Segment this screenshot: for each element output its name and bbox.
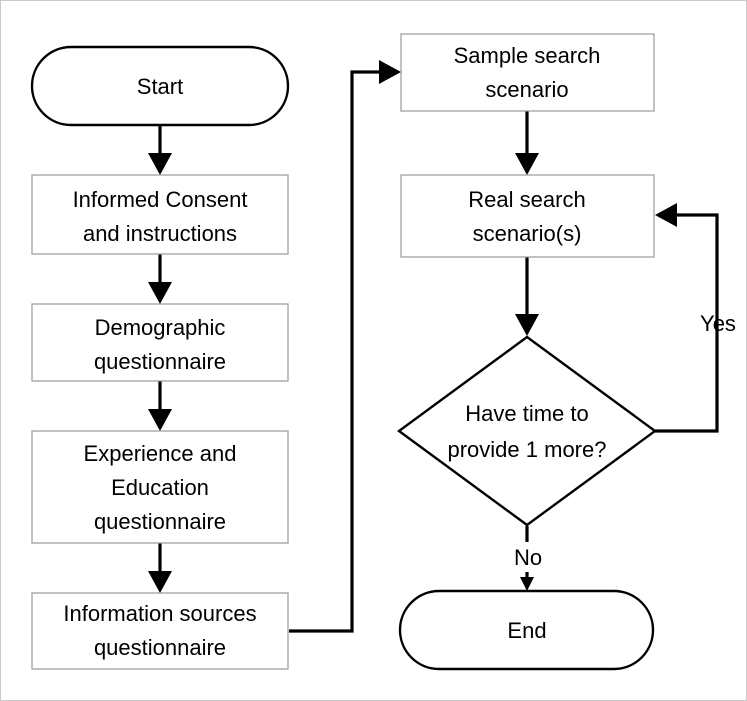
svg-text:End: End xyxy=(507,618,546,643)
edge-decision-to-end-no xyxy=(520,526,534,591)
svg-text:Demographic: Demographic xyxy=(95,315,226,340)
node-real-line-1: Real search xyxy=(468,187,585,212)
node-information-line-1: Information sources xyxy=(63,601,256,626)
svg-text:Informed Consent: Informed Consent xyxy=(73,187,248,212)
node-sample-line-1: Sample search xyxy=(454,43,601,68)
svg-text:questionnaire: questionnaire xyxy=(94,349,226,374)
edge-experience-to-information xyxy=(148,543,172,593)
node-end-line-1: End xyxy=(507,618,546,643)
svg-text:scenario: scenario xyxy=(485,77,568,102)
node-decision: Have time to provide 1 more? xyxy=(396,335,658,527)
svg-text:Information sources: Information sources xyxy=(63,601,256,626)
edge-consent-to-demographic xyxy=(148,254,172,304)
node-decision-line-2: provide 1 more? xyxy=(448,437,607,462)
node-real-line-2: scenario(s) xyxy=(473,221,582,246)
node-sample-line-2: scenario xyxy=(485,77,568,102)
node-information-line-2: questionnaire xyxy=(94,635,226,660)
node-real: Real search scenario(s) xyxy=(400,174,655,258)
svg-text:Start: Start xyxy=(137,74,183,99)
node-demographic-line-1: Demographic xyxy=(95,315,226,340)
node-start-line-1: Start xyxy=(137,74,183,99)
node-decision-line-1: Have time to xyxy=(465,401,589,426)
node-experience-line-3: questionnaire xyxy=(94,509,226,534)
node-consent-line-2: and instructions xyxy=(83,221,237,246)
node-experience-line-2: Education xyxy=(111,475,209,500)
svg-text:provide 1 more?: provide 1 more? xyxy=(448,437,607,462)
edge-demographic-to-experience xyxy=(148,381,172,431)
edge-sample-to-real xyxy=(515,111,539,175)
edge-start-to-consent xyxy=(148,125,172,175)
svg-text:Real search: Real search xyxy=(468,187,585,212)
node-consent: Informed Consent and instructions xyxy=(31,174,289,255)
svg-text:Sample search: Sample search xyxy=(454,43,601,68)
svg-text:Education: Education xyxy=(111,475,209,500)
svg-text:scenario(s): scenario(s) xyxy=(473,221,582,246)
svg-text:and instructions: and instructions xyxy=(83,221,237,246)
node-demographic-line-2: questionnaire xyxy=(94,349,226,374)
node-start: Start xyxy=(30,45,290,127)
edge-label-yes: Yes xyxy=(700,311,736,336)
node-end: End xyxy=(398,589,655,671)
edge-real-to-decision xyxy=(515,257,539,336)
node-sample: Sample search scenario xyxy=(400,33,655,112)
edge-decision-to-real-yes xyxy=(655,203,719,433)
svg-text:questionnaire: questionnaire xyxy=(94,509,226,534)
svg-text:questionnaire: questionnaire xyxy=(94,635,226,660)
node-experience: Experience and Education questionnaire xyxy=(31,430,289,544)
svg-text:Have time to: Have time to xyxy=(465,401,589,426)
node-information: Information sources questionnaire xyxy=(31,592,289,670)
edge-information-to-sample xyxy=(289,60,401,633)
node-experience-line-1: Experience and xyxy=(84,441,237,466)
node-demographic: Demographic questionnaire xyxy=(31,303,289,382)
svg-text:Experience and: Experience and xyxy=(84,441,237,466)
edge-label-no: No xyxy=(514,545,542,570)
node-consent-line-1: Informed Consent xyxy=(73,187,248,212)
